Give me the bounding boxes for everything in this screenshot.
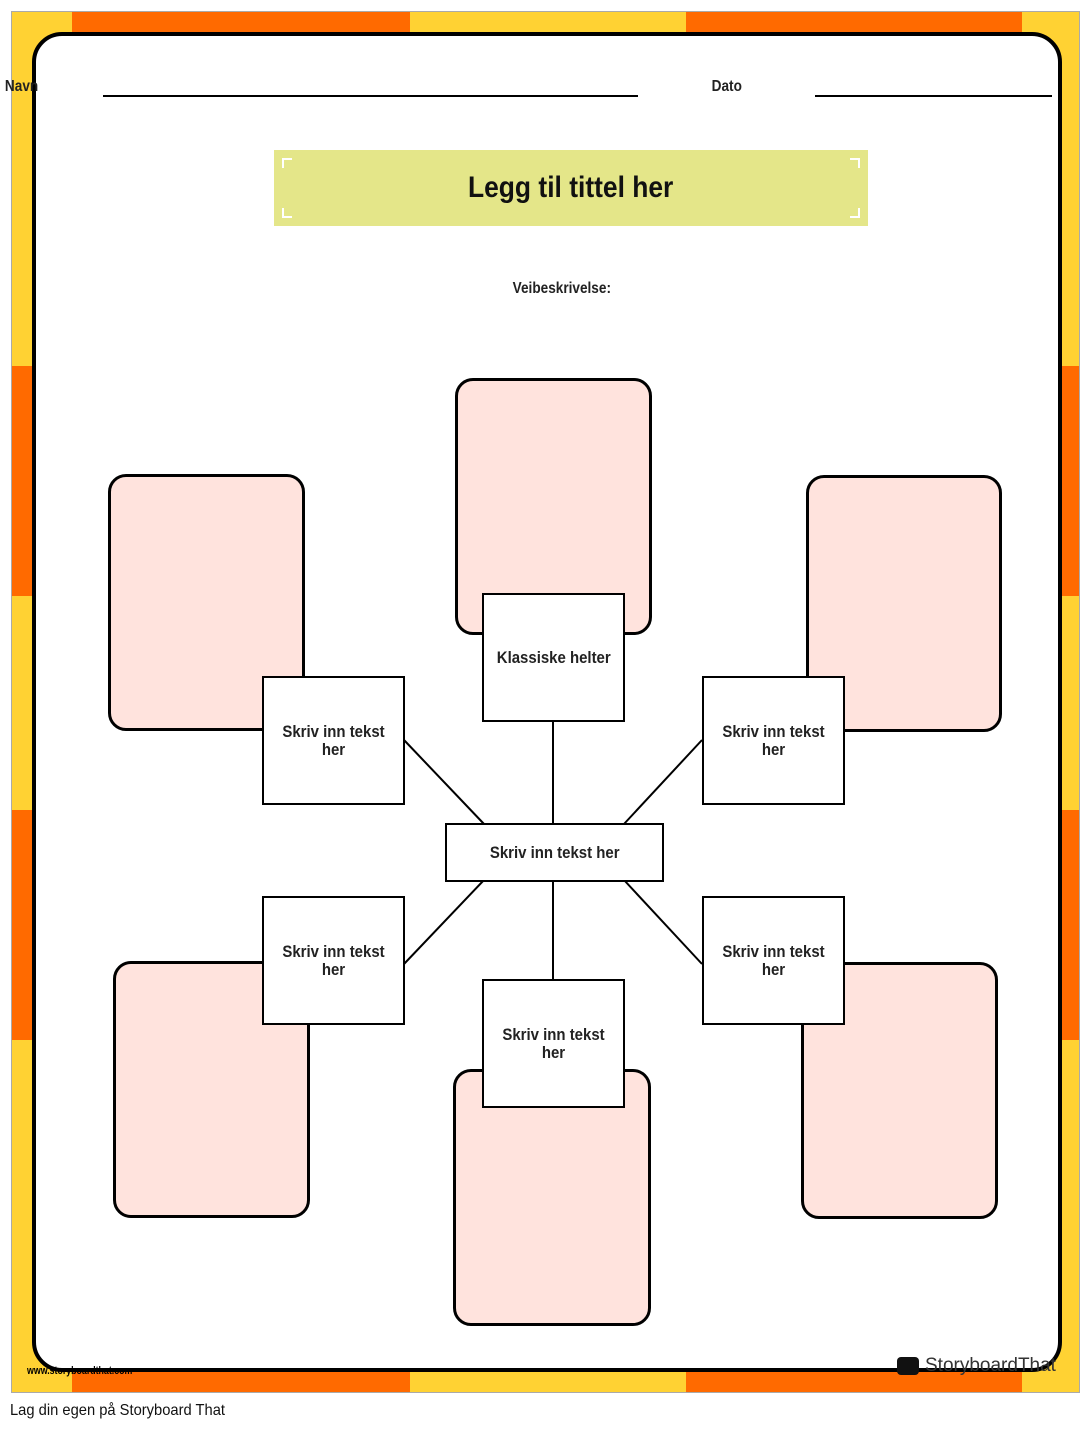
- node-text: Skriv inn tekst her: [282, 721, 385, 759]
- node-upper-right[interactable]: Skriv inn tekst her: [702, 676, 845, 805]
- name-field[interactable]: [103, 95, 638, 97]
- footer-url[interactable]: www.storyboardthat.com: [27, 1365, 133, 1377]
- node-text: Skriv inn tekst her: [722, 941, 825, 979]
- storyboardthat-logo: StoryboardThat: [897, 1355, 1056, 1377]
- node-text: Skriv inn tekst her: [502, 1024, 605, 1062]
- node-upper-left[interactable]: Skriv inn tekst her: [262, 676, 405, 805]
- description-label: Veibeskrivelse:: [512, 280, 611, 297]
- center-node[interactable]: Skriv inn tekst her: [445, 823, 664, 882]
- center-text: Skriv inn tekst her: [489, 842, 620, 862]
- node-lower-left[interactable]: Skriv inn tekst her: [262, 896, 405, 1025]
- node-lower-right[interactable]: Skriv inn tekst her: [702, 896, 845, 1025]
- node-bottom[interactable]: Skriv inn tekst her: [482, 979, 625, 1108]
- logo-text: StoryboardThat: [925, 1355, 1056, 1376]
- footer-caption[interactable]: Lag din egen på Storyboard That: [10, 1402, 225, 1419]
- date-label: Dato: [711, 78, 742, 95]
- image-box-top[interactable]: [455, 378, 652, 635]
- date-field[interactable]: [815, 95, 1052, 97]
- name-label: Navn: [4, 78, 39, 95]
- title-box[interactable]: Legg til tittel her: [274, 150, 868, 226]
- node-text: Skriv inn tekst her: [722, 721, 825, 759]
- speech-bubble-icon: [897, 1357, 919, 1375]
- page-title: Legg til tittel her: [468, 171, 674, 204]
- node-text: Klassiske helter: [496, 647, 611, 667]
- node-top[interactable]: Klassiske helter: [482, 593, 625, 722]
- image-box-bottom[interactable]: [453, 1069, 651, 1326]
- image-box-lower-right[interactable]: [801, 962, 998, 1219]
- node-text: Skriv inn tekst her: [282, 941, 385, 979]
